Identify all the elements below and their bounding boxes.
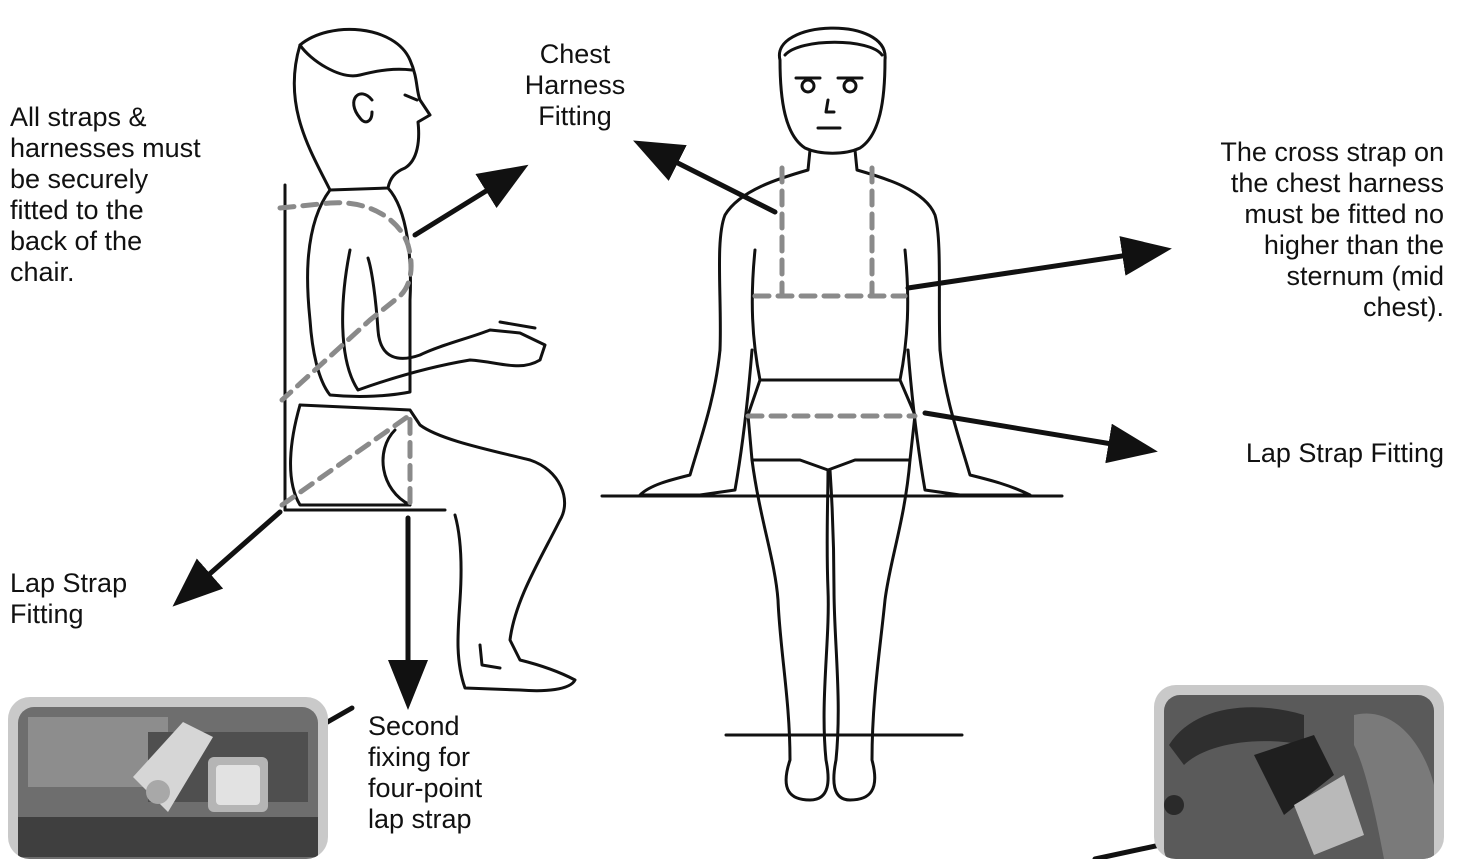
label-cross-strap-note: The cross strap on the chest harness mus… bbox=[1220, 137, 1444, 323]
label-lap-strap-left: Lap Strap Fitting bbox=[10, 568, 127, 630]
front-view-child bbox=[602, 28, 1062, 800]
label-straps-note: All straps & harnesses must be securely … bbox=[10, 102, 201, 288]
photo-lap-strap-fixing bbox=[8, 697, 328, 859]
side-head bbox=[294, 29, 430, 190]
arrow-chest-side bbox=[415, 170, 520, 235]
front-shorts bbox=[748, 380, 915, 470]
arrow-cross-strap bbox=[908, 250, 1162, 288]
front-arms bbox=[640, 350, 752, 495]
label-lap-strap-right: Lap Strap Fitting bbox=[1246, 438, 1444, 469]
arrow-lap-side bbox=[180, 512, 280, 600]
label-chest-harness: Chest Harness Fitting bbox=[500, 39, 650, 132]
label-second-fixing: Second fixing for four-point lap strap bbox=[368, 711, 482, 835]
arrow-chest-front bbox=[642, 145, 775, 212]
arrows bbox=[180, 145, 1230, 859]
front-legs bbox=[752, 460, 828, 800]
photo-chest-harness-fixing bbox=[1154, 685, 1444, 859]
front-torso bbox=[752, 250, 907, 380]
side-leg bbox=[455, 515, 575, 691]
